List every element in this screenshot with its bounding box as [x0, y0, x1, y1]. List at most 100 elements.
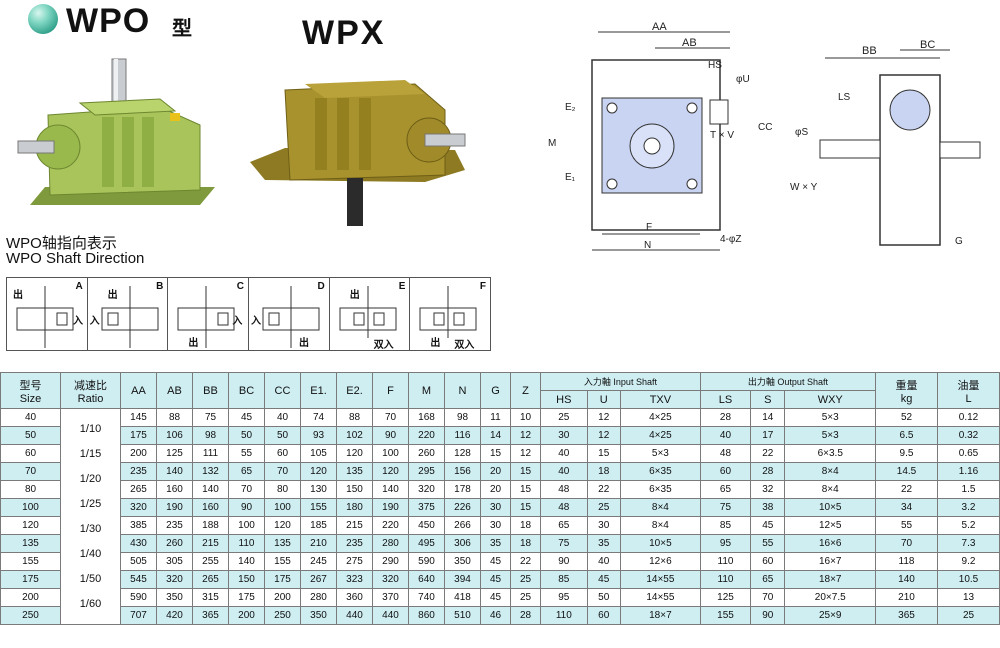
table-cell: 140: [228, 552, 265, 571]
table-cell: 22: [510, 552, 541, 571]
direction-d: D 出 入: [249, 278, 330, 350]
table-cell: 210: [875, 588, 938, 607]
size-cell: 175: [0, 570, 61, 589]
header-bb: BB: [192, 372, 229, 409]
table-cell: 85: [540, 570, 588, 589]
table-cell: 1.5: [937, 480, 1000, 499]
svg-text:AB: AB: [682, 37, 697, 49]
table-cell: 360: [336, 588, 373, 607]
table-cell: 245: [300, 552, 337, 571]
ratio-value: 1/30: [79, 522, 102, 535]
table-cell: 70: [875, 534, 938, 553]
header-bc: BC: [228, 372, 265, 409]
table-cell: 95: [540, 588, 588, 607]
table-cell: 60: [699, 462, 752, 481]
table-cell: 190: [372, 498, 409, 517]
header-size: 型号 Size: [0, 372, 61, 409]
table-cell: 275: [336, 552, 373, 571]
table-cell: 95: [699, 534, 752, 553]
table-cell: 8×4: [619, 498, 701, 517]
size-cell: 60: [0, 444, 61, 463]
table-cell: 375: [408, 498, 445, 517]
table-cell: 3.2: [937, 498, 1000, 517]
table-cell: 16×6: [784, 534, 876, 553]
table-cell: 20: [480, 480, 511, 499]
table-cell: 155: [300, 498, 337, 517]
table-cell: 200: [228, 606, 265, 625]
table-cell: 6×3.5: [784, 444, 876, 463]
model-title-wpx: WPX: [302, 14, 386, 52]
size-cell: 135: [0, 534, 61, 553]
table-cell: 120: [336, 444, 373, 463]
table-cell: 70: [228, 480, 265, 499]
table-cell: 35: [586, 534, 621, 553]
table-cell: 65: [228, 462, 265, 481]
table-cell: 55: [875, 516, 938, 535]
table-cell: 175: [264, 570, 301, 589]
table-cell: 156: [444, 462, 481, 481]
table-cell: 10: [510, 408, 541, 427]
table-cell: 48: [540, 480, 588, 499]
table-cell: 10×5: [784, 498, 876, 517]
svg-text:T × V: T × V: [710, 130, 734, 141]
table-cell: 88: [156, 408, 193, 427]
table-cell: 18: [586, 462, 621, 481]
table-cell: 495: [408, 534, 445, 553]
header-oil: 油量 L: [937, 372, 1000, 409]
header-n: N: [444, 372, 481, 409]
table-cell: 46: [480, 606, 511, 625]
table-cell: 160: [192, 498, 229, 517]
ratio-value: 1/50: [79, 572, 102, 585]
table-cell: 30: [540, 426, 588, 445]
header-e2: E2.: [336, 372, 373, 409]
table-cell: 15: [586, 444, 621, 463]
table-cell: 110: [699, 552, 752, 571]
table-cell: 320: [120, 498, 157, 517]
wpo-gearbox-image: [17, 58, 215, 205]
direction-a: A 出 入: [7, 278, 88, 350]
table-cell: 175: [120, 426, 157, 445]
table-cell: 38: [750, 498, 786, 517]
table-cell: 365: [192, 606, 229, 625]
table-cell: 40: [540, 462, 588, 481]
table-cell: 98: [192, 426, 229, 445]
table-cell: 14: [750, 408, 786, 427]
table-cell: 40: [586, 552, 621, 571]
svg-text:E₂: E₂: [565, 102, 576, 113]
side-view-drawing: BB BC LS φS W × Y G: [790, 39, 981, 247]
table-cell: 120: [300, 462, 337, 481]
table-cell: 28: [510, 606, 541, 625]
table-cell: 120: [264, 516, 301, 535]
table-cell: 9.2: [937, 552, 1000, 571]
table-cell: 295: [408, 462, 445, 481]
table-cell: 45: [480, 552, 511, 571]
table-cell: 25: [510, 570, 541, 589]
svg-text:φS: φS: [795, 127, 808, 138]
svg-text:φU: φU: [736, 74, 750, 85]
table-cell: 545: [120, 570, 157, 589]
table-cell: 505: [120, 552, 157, 571]
table-cell: 175: [228, 588, 265, 607]
table-cell: 70: [750, 588, 786, 607]
header-aa: AA: [120, 372, 157, 409]
table-cell: 14×55: [619, 588, 701, 607]
table-cell: 48: [540, 498, 588, 517]
table-cell: 128: [444, 444, 481, 463]
header-s: S: [750, 390, 786, 409]
table-cell: 45: [480, 588, 511, 607]
table-cell: 14×55: [619, 570, 701, 589]
size-cell: 120: [0, 516, 61, 535]
header-wxy: WXY: [784, 390, 876, 409]
shaft-direction-diagrams: A 出 入 B 出 入 C 出 入 D 出 入 E 出 双入 F 出 双入: [6, 277, 491, 351]
table-cell: 10×5: [619, 534, 701, 553]
table-cell: 30: [480, 498, 511, 517]
table-cell: 8×4: [784, 480, 876, 499]
table-cell: 315: [192, 588, 229, 607]
table-cell: 320: [156, 570, 193, 589]
table-cell: 116: [444, 426, 481, 445]
ratio-value: 1/15: [79, 447, 102, 460]
